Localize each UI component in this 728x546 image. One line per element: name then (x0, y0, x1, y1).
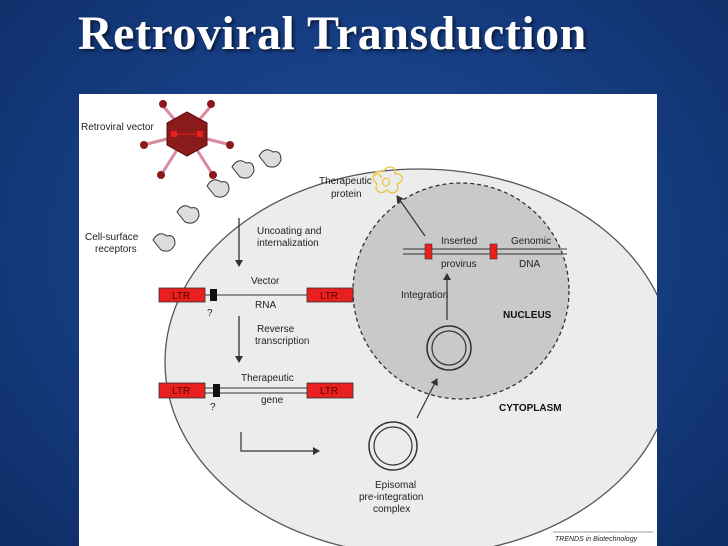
cell-surface-label-line2: receptors (95, 244, 137, 255)
nuclear-entry-arrow (416, 378, 438, 419)
question-mark-rna: ? (207, 308, 213, 319)
cell-surface-label-line1: Cell-surface (85, 232, 139, 243)
reverse-transcription-label-line2: transcription (255, 336, 309, 347)
therapeutic-protein-icon (372, 166, 403, 194)
reverse-transcription-label-line1: Reverse (257, 324, 295, 335)
therapeutic-gene-construct (158, 382, 354, 399)
cell-surface-receptors (152, 149, 282, 252)
integration-label: Integration (401, 290, 448, 301)
vector-rna-construct (158, 287, 354, 303)
ltr-label-rna-right: LTR (320, 291, 338, 302)
episomal-label-line1: Episomal (375, 480, 416, 491)
figure-panel: Retroviral vector Cell-surface receptors… (79, 94, 657, 546)
ltr-label-dna-right: LTR (320, 386, 338, 397)
cytoplasm-label: CYTOPLASM (499, 403, 562, 414)
retroviral-vector-label: Retroviral vector (81, 122, 154, 133)
therapeutic-gene-label-line1: Therapeutic (241, 373, 294, 384)
question-mark-dna: ? (210, 402, 216, 413)
nucleus-label: NUCLEUS (503, 310, 552, 321)
genomic-label-line1: Genomic (511, 236, 551, 247)
therapeutic-protein-label-line1: Therapeutic (319, 176, 372, 187)
episomal-complex (368, 421, 418, 471)
therapeutic-gene-label-line2: gene (261, 395, 284, 406)
nuclear-circular-dna (426, 325, 472, 371)
to-episome-arrow (240, 432, 320, 455)
inserted-label-line2: provirus (441, 259, 477, 270)
credit-label: TRENDS in Biotechnology (555, 536, 638, 543)
retroviral-vector-virion (140, 100, 234, 179)
vector-rna-label-line2: RNA (255, 300, 276, 311)
genomic-dna (403, 243, 567, 260)
inserted-label-line1: Inserted (441, 236, 477, 247)
expression-arrow (396, 195, 426, 237)
uncoating-label-line1: Uncoating and (257, 226, 322, 237)
episomal-label-line3: complex (373, 504, 410, 515)
therapeutic-protein-label-line2: protein (331, 189, 362, 200)
ltr-label-dna-left: LTR (172, 386, 190, 397)
vector-rna-label-line1: Vector (251, 276, 280, 287)
uncoating-label-line2: internalization (257, 238, 319, 249)
ltr-label-rna-left: LTR (172, 291, 190, 302)
genomic-label-line2: DNA (519, 259, 540, 270)
slide-title: Retroviral Transduction (78, 7, 587, 60)
episomal-label-line2: pre-integration (359, 492, 423, 503)
retroviral-transduction-diagram: Retroviral vector Cell-surface receptors… (81, 100, 657, 546)
